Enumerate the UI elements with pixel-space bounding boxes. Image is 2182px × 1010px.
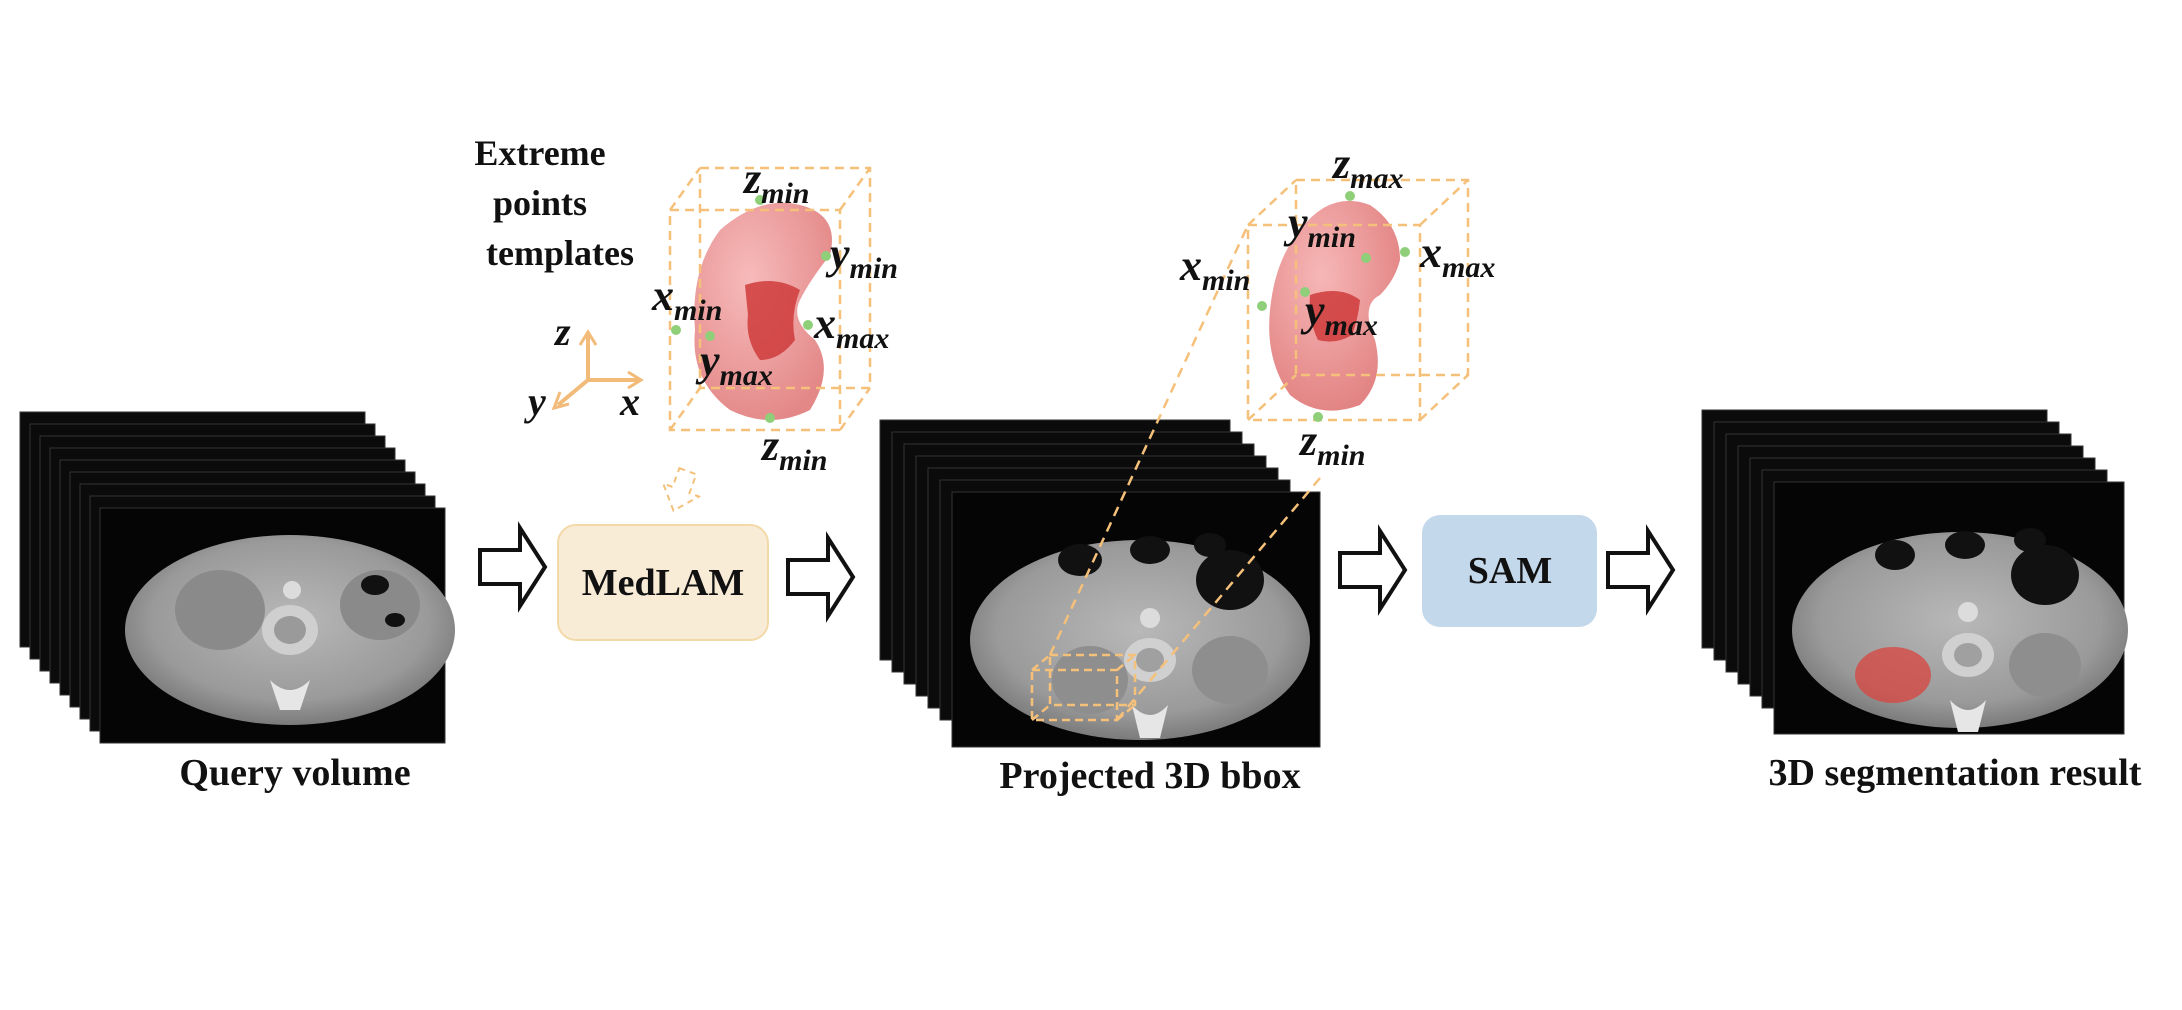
template-label-zmin-top: zmin (742, 154, 809, 210)
arrow-to-result (1606, 524, 1676, 616)
axis-y-label: y (524, 379, 546, 424)
ct-slice-result (1792, 528, 2128, 732)
svg-text:ymin: ymin (1283, 198, 1356, 254)
zoomed-kidney-bbox (1246, 178, 1470, 422)
ct-slice-projected (970, 533, 1310, 740)
medlam-module: MedLAM (557, 524, 769, 641)
arrow-to-medlam (478, 521, 548, 613)
svg-text:zmin: zmin (742, 154, 809, 210)
template-label-ymin: ymin (825, 229, 898, 285)
zoom-label-zmax: zmax (1331, 139, 1403, 195)
template-label-xmax: xmax (813, 299, 889, 355)
zoom-label-ymax: ymax (1300, 286, 1378, 342)
svg-text:ymax: ymax (1300, 286, 1378, 342)
caption-projected-bbox: Projected 3D bbox (999, 755, 1300, 797)
axis-x-label: x (619, 379, 640, 424)
caption-query-volume: Query volume (179, 752, 410, 794)
svg-text:ymax: ymax (695, 336, 773, 392)
svg-text:xmax: xmax (1419, 228, 1495, 284)
svg-text:zmin: zmin (1298, 416, 1365, 472)
axis-indicator: z x y (524, 309, 644, 424)
zoom-label-xmax: xmax (1419, 228, 1495, 284)
svg-text:xmin: xmin (1179, 241, 1250, 297)
templates-label-line3: templates (486, 233, 634, 273)
template-label-xmin: xmin (651, 271, 722, 327)
svg-text:xmax: xmax (813, 299, 889, 355)
extreme-points-template (668, 166, 872, 432)
template-label-ymax: ymax (695, 336, 773, 392)
zoom-label-zmin: zmin (1298, 416, 1365, 472)
svg-text:zmax: zmax (1331, 139, 1403, 195)
query-volume-stack (19, 411, 455, 744)
svg-text:zmin: zmin (760, 421, 827, 477)
result-volume-stack (1701, 409, 2128, 735)
svg-text:xmin: xmin (651, 271, 722, 327)
ct-slice-query (125, 535, 455, 725)
template-label-zmin-bottom: zmin (760, 421, 827, 477)
template-input-arrow (661, 466, 702, 513)
medlam-label: MedLAM (582, 562, 745, 604)
arrow-to-sam (1338, 524, 1408, 616)
svg-text:ymin: ymin (825, 229, 898, 285)
arrow-to-projected (786, 531, 856, 623)
templates-label-line2: points (493, 183, 587, 223)
zoom-label-ymin: ymin (1283, 198, 1356, 254)
projected-volume-stack (879, 224, 1321, 748)
sam-module: SAM (1422, 515, 1597, 627)
zoom-label-xmin: xmin (1179, 241, 1250, 297)
axis-z-label: z (553, 309, 571, 354)
caption-segmentation-result: 3D segmentation result (1769, 752, 2142, 794)
segmentation-overlay (1855, 647, 1931, 703)
templates-label-line1: Extreme (474, 133, 605, 173)
sam-label: SAM (1468, 550, 1552, 592)
